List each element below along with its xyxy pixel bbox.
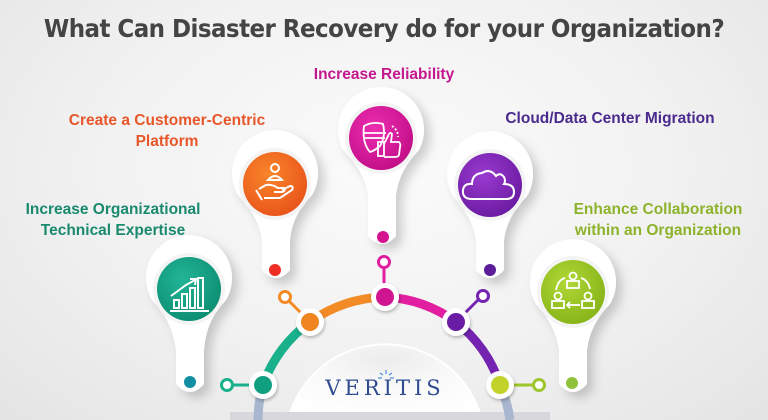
cloud-icon: [461, 170, 516, 200]
pin-reliability[interactable]: [338, 86, 425, 244]
label-technical-expertise: Increase Organizational Technical Expert…: [8, 199, 218, 241]
label-line: Technical Expertise: [40, 222, 186, 239]
arc-nodes: [249, 283, 514, 399]
label-line: Cloud/Data Center Migration: [505, 110, 715, 127]
label-collaboration: Enhance Collaboration within an Organiza…: [556, 199, 760, 241]
label-line: Platform: [135, 133, 199, 150]
label-line: Increase Organizational: [25, 201, 201, 218]
label-line: within an Organization: [574, 222, 742, 239]
label-customer-centric: Create a Customer-Centric Platform: [52, 110, 282, 152]
label-cloud-migration: Cloud/Data Center Migration: [480, 108, 740, 129]
label-line: Create a Customer-Centric: [68, 112, 266, 129]
page-title: What Can Disaster Recovery do for your O…: [43, 14, 725, 43]
center-dome: [230, 343, 550, 420]
collaboration-cycle-icon: [551, 271, 595, 309]
pin-technical-expertise[interactable]: [146, 235, 232, 392]
pin-customer-centric[interactable]: [231, 130, 318, 278]
pin-cloud-migration[interactable]: [447, 131, 533, 278]
label-line: Increase Reliability: [313, 66, 455, 83]
pin-collaboration[interactable]: [530, 239, 616, 392]
customer-hand-icon: [255, 163, 294, 201]
label-line: Enhance Collaboration: [573, 201, 743, 218]
logo-spark-icon: [378, 370, 394, 379]
label-reliability: Increase Reliability: [284, 64, 484, 85]
veritis-logo: VERITIS: [325, 376, 445, 400]
shield-thumbs-up-icon: [362, 121, 402, 158]
growth-chart-icon: [170, 277, 209, 312]
